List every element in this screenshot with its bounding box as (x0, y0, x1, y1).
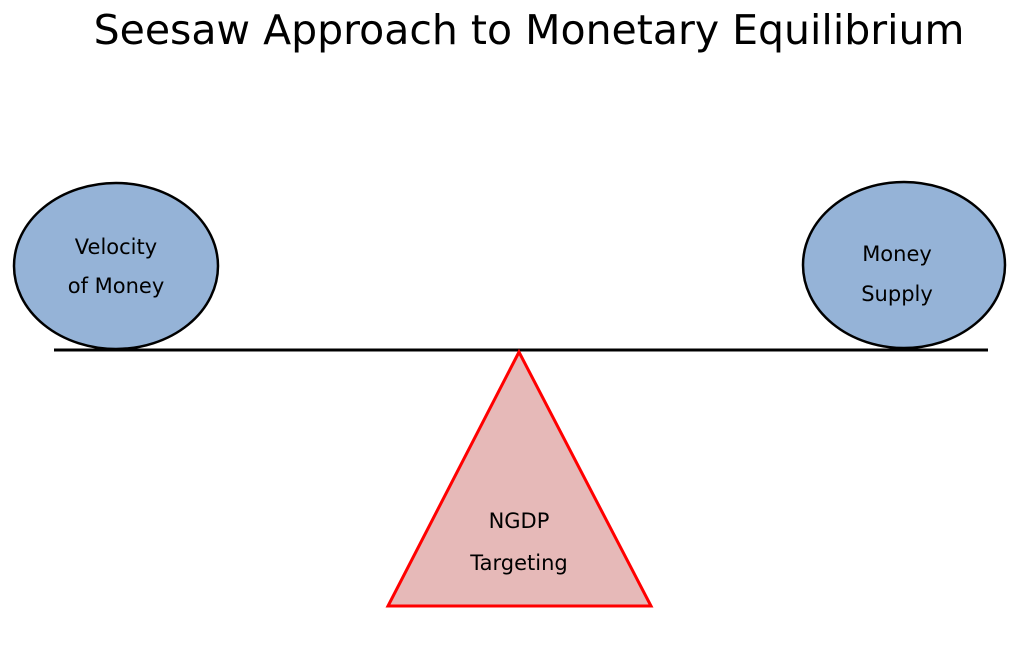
right-ball-label-line2: Supply (861, 282, 933, 306)
velocity-of-money-ball: Velocity of Money (12, 181, 220, 351)
fulcrum-ngdp-targeting: NGDP Targeting (385, 348, 654, 608)
fulcrum-label-line1: NGDP (489, 509, 550, 533)
money-supply-ball: Money Supply (801, 180, 1007, 350)
left-ball-label-line1: Velocity (75, 235, 157, 259)
left-ball-circle (12, 181, 220, 351)
right-ball-circle (801, 180, 1007, 350)
fulcrum-label-line2: Targeting (469, 551, 567, 575)
right-ball-label-line1: Money (862, 242, 932, 266)
diagram-title: Seesaw Approach to Monetary Equilibrium (93, 6, 965, 54)
left-ball-label-line2: of Money (68, 274, 165, 298)
fulcrum-triangle (385, 348, 654, 608)
